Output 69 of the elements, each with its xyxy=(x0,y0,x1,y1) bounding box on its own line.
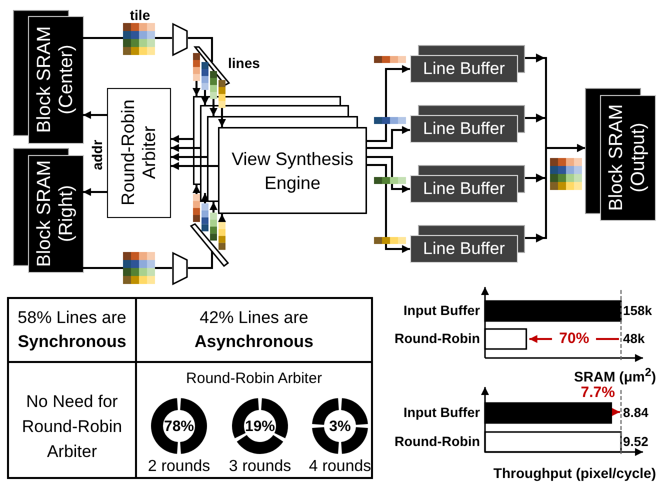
table-text: 3 rounds xyxy=(228,457,292,477)
annotation-label: 7.7% xyxy=(580,384,615,402)
engine-stack xyxy=(193,96,367,214)
block-label: Line Buffer xyxy=(423,59,505,79)
arrow xyxy=(171,135,193,143)
line xyxy=(188,37,213,62)
memory-block xyxy=(13,148,83,272)
signal-label: addr xyxy=(89,140,105,170)
axis-title: Throughput (pixel/cycle) xyxy=(493,464,656,482)
arrow xyxy=(171,144,200,152)
block-label: Line Buffer xyxy=(423,239,505,259)
arrow xyxy=(367,126,410,149)
block-label: Line Buffer xyxy=(423,179,505,199)
arrow xyxy=(192,81,200,96)
line-buffer-block xyxy=(410,105,525,143)
line xyxy=(188,251,213,269)
category-label: Input Buffer xyxy=(402,302,480,320)
block-label: Round-Robin Arbiter xyxy=(118,98,160,208)
table-text: 58% Lines are Synchronous xyxy=(16,307,128,353)
arrow xyxy=(218,108,226,127)
block-label: Block SRAM (Right) xyxy=(34,159,78,269)
arrow xyxy=(218,214,226,222)
arrow xyxy=(367,164,410,253)
memory-block xyxy=(13,10,83,143)
category-label: Round-Robin xyxy=(394,433,480,451)
block-label: Block SRAM (Output) xyxy=(606,103,650,213)
arrow xyxy=(171,162,218,170)
category-label: Input Buffer xyxy=(402,404,480,422)
value-label: 9.52 xyxy=(623,433,648,451)
table-text: No Need for Round-Robin Arbiter xyxy=(20,391,124,463)
line-buffer-block xyxy=(410,225,525,263)
table-text: 4 rounds xyxy=(308,457,372,477)
lines-label: lines xyxy=(228,54,261,72)
percent-label: 78% xyxy=(162,417,196,436)
line-splitter xyxy=(190,193,229,268)
multiplexer xyxy=(172,252,188,285)
line-splitter xyxy=(191,45,230,110)
arrow xyxy=(192,185,200,194)
axis-title: SRAM (μm$^{2}$) xyxy=(574,365,656,386)
tile-label: tile xyxy=(128,6,152,24)
arrow xyxy=(83,188,107,196)
table-text: 2 rounds xyxy=(146,457,212,477)
arrow xyxy=(367,156,410,193)
block-label: View Synthesis Engine xyxy=(230,148,354,194)
block-label: Block SRAM (Center) xyxy=(34,25,78,135)
arrow xyxy=(171,153,207,161)
multiplexer xyxy=(172,23,188,56)
arrow xyxy=(210,99,218,116)
line-buffer-block xyxy=(410,45,525,83)
table-text: 42% Lines are Asynchronous xyxy=(193,307,315,353)
arrow xyxy=(83,111,107,119)
arrow xyxy=(201,193,209,204)
arrow xyxy=(210,202,218,213)
value-label: 8.84 xyxy=(623,404,648,422)
line xyxy=(83,267,172,269)
line-buffer-block xyxy=(410,165,525,203)
memory-block xyxy=(585,88,655,220)
value-label: 158k xyxy=(623,302,652,320)
arrow xyxy=(525,144,585,239)
arrow xyxy=(201,90,209,105)
block-label: Line Buffer xyxy=(423,119,505,139)
percent-label: 19% xyxy=(244,417,276,436)
line xyxy=(83,37,172,39)
arbiter-box xyxy=(107,88,171,218)
table-text: Round-Robin Arbiter xyxy=(185,369,323,388)
category-label: Round-Robin xyxy=(394,330,480,348)
value-label: 48k xyxy=(623,330,645,348)
arrow xyxy=(367,65,410,142)
percent-label: 3% xyxy=(328,417,352,436)
